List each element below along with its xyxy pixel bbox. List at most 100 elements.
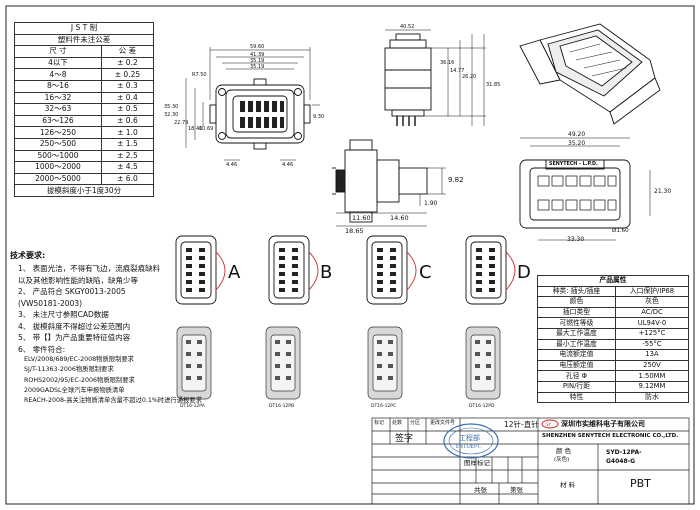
tech-standard: ELV/2008/689/EC-2008物质限制要求 [24,356,134,363]
dim-label: 35.19 [250,58,265,64]
sheet-number-label: 第张 [510,486,523,494]
dim-label: 33.30 [567,236,585,243]
variant-part-label: DT16-12PC [371,404,397,409]
dim-label: 31.85 [486,82,501,88]
front-view [185,47,320,161]
tech-standard: 2009GADSL全球汽车申报物质清单 [24,386,125,394]
title-block-grid [371,417,690,505]
variant-letter: D [517,262,531,283]
color-value: (灰色) [554,457,570,463]
company-logo-icon: SY [541,419,559,429]
variant-photos [176,326,501,400]
table-row: 最大工作温度+125°C [537,327,690,340]
dim-label: R7.50 [192,72,207,78]
company-name-cn: 深圳市实维科电子有限公司 [561,420,645,428]
part-number: SYD-12PA- [606,449,642,456]
dim-label: 1.90 [424,200,438,207]
tech-note: 1、 表面光洁，不得有飞边，流痕裂痕缺料 [18,264,161,273]
tech-note: 3、 未注尺寸参照CAD数据 [18,310,109,319]
tolerance-footer: 拔模斜度小于1度30分 [14,184,154,197]
dim-label: 40.52 [400,24,415,30]
dim-label: 26.20 [462,74,477,80]
section-view [332,139,446,227]
table-row: 1000～2000± 4.5 [14,161,155,174]
tech-note: 4、 拔模斜度不得超过公差范围内 [18,321,131,331]
variant-letter: A [228,262,241,283]
svg-text:SY: SY [546,422,552,427]
table-row: 4～8± 0.25 [14,68,155,81]
tech-standard: ROHS2002/95/EC-2006物质限制要求 [24,376,135,384]
dim-label: 35.30 [164,104,179,110]
table-row: 2000～5000± 6.0 [14,172,155,186]
table-row: 颜色灰色 [537,296,690,308]
color-label: 颜 色 [556,447,572,455]
table-row: 250～500± 1.5 [14,137,155,151]
dim-label: 21.30 [654,188,672,195]
variant-part-label: DT16-12PD [469,404,495,409]
dim-label: 4.46 [226,162,238,168]
dim-label: 9.30 [313,114,325,120]
tech-standard: REACH-2008-高关注物质清单含量不超过0.1%时进行通报要求 [24,397,202,405]
rear-label: SENYTECH - L.P.D. [549,162,598,167]
tolerance-title: J S T 制 [14,22,154,35]
dim-label: 59.60 [250,44,265,50]
stamp-text: 工程部 [459,434,480,442]
rev-header: 标记 [374,420,385,426]
engineering-stamp-icon [443,423,499,459]
iso-view [519,23,661,125]
tech-note: 2、 产品符合 SKGY0013-2005 [18,287,126,296]
tolerance-col-size: 尺 寸 [14,45,102,58]
dim-label: 10.69 [199,126,214,132]
dim-label: 49.20 [568,131,586,138]
signature-label: 签字 [395,434,414,444]
product-name: 12针-直针 [504,420,539,429]
dim-label: 41.39 [250,52,265,58]
dim-label: 18.65 [345,227,364,235]
tech-note: 以及其他影响性能的缺陷，缺角少等 [18,275,138,285]
material-value: PBT [630,477,651,490]
table-row: 63～126± 0.6 [14,114,155,128]
table-row: 126～250± 1.0 [14,126,155,139]
table-row: 16～32± 0.4 [14,91,155,105]
rev-header: 处数 [392,420,403,426]
table-row: 8～16± 0.3 [14,79,155,93]
table-row: 4以下± 0.2 [14,56,155,70]
dim-label: 9.82 [448,176,464,184]
rev-header: 更改文件号 [430,420,456,426]
dim-label: 4.46 [282,162,294,168]
table-row: 500～1000± 2.5 [14,149,155,163]
dim-label: 35.20 [568,140,586,147]
variant-part-label: DT16-12PA [180,404,205,409]
variant-letter: B [320,262,333,283]
tech-note: 6、 零件符合: [18,344,66,354]
total-sheets-label: 共张 [474,486,487,494]
material-label: 材 料 [560,481,576,489]
table-row: 种类: 插头/插座入口保护/IP68 [537,285,690,298]
variant-letter: C [419,262,432,283]
variant-faces [175,235,516,305]
tech-note: (VW50181-2003) [18,298,83,308]
tech-heading: 技术要求: [10,251,46,260]
rev-header: 分区 [410,420,421,426]
dim-label: 22.79 [174,120,189,126]
dim-label: 11.60 [352,214,371,222]
tolerance-subtitle: 塑料件未注公差 [14,33,154,47]
dim-label: 36.16 [440,60,455,66]
dim-label: 14.60 [390,214,409,222]
dim-label: 14.77 [450,68,465,74]
dim-label: 18.40 [188,126,203,132]
tolerance-col-tol: 公 差 [100,45,155,58]
technical-notes: 技术要求: 1、 表面光洁，不得有飞边，流痕裂痕缺料 以及其他影响性能的缺陷，缺… [10,251,202,408]
drawing-mark-label: 图样标记 [464,459,490,467]
company-name-en: SHENZHEN SENYTECH ELECTRONIC CO.,LTD. [542,433,679,439]
